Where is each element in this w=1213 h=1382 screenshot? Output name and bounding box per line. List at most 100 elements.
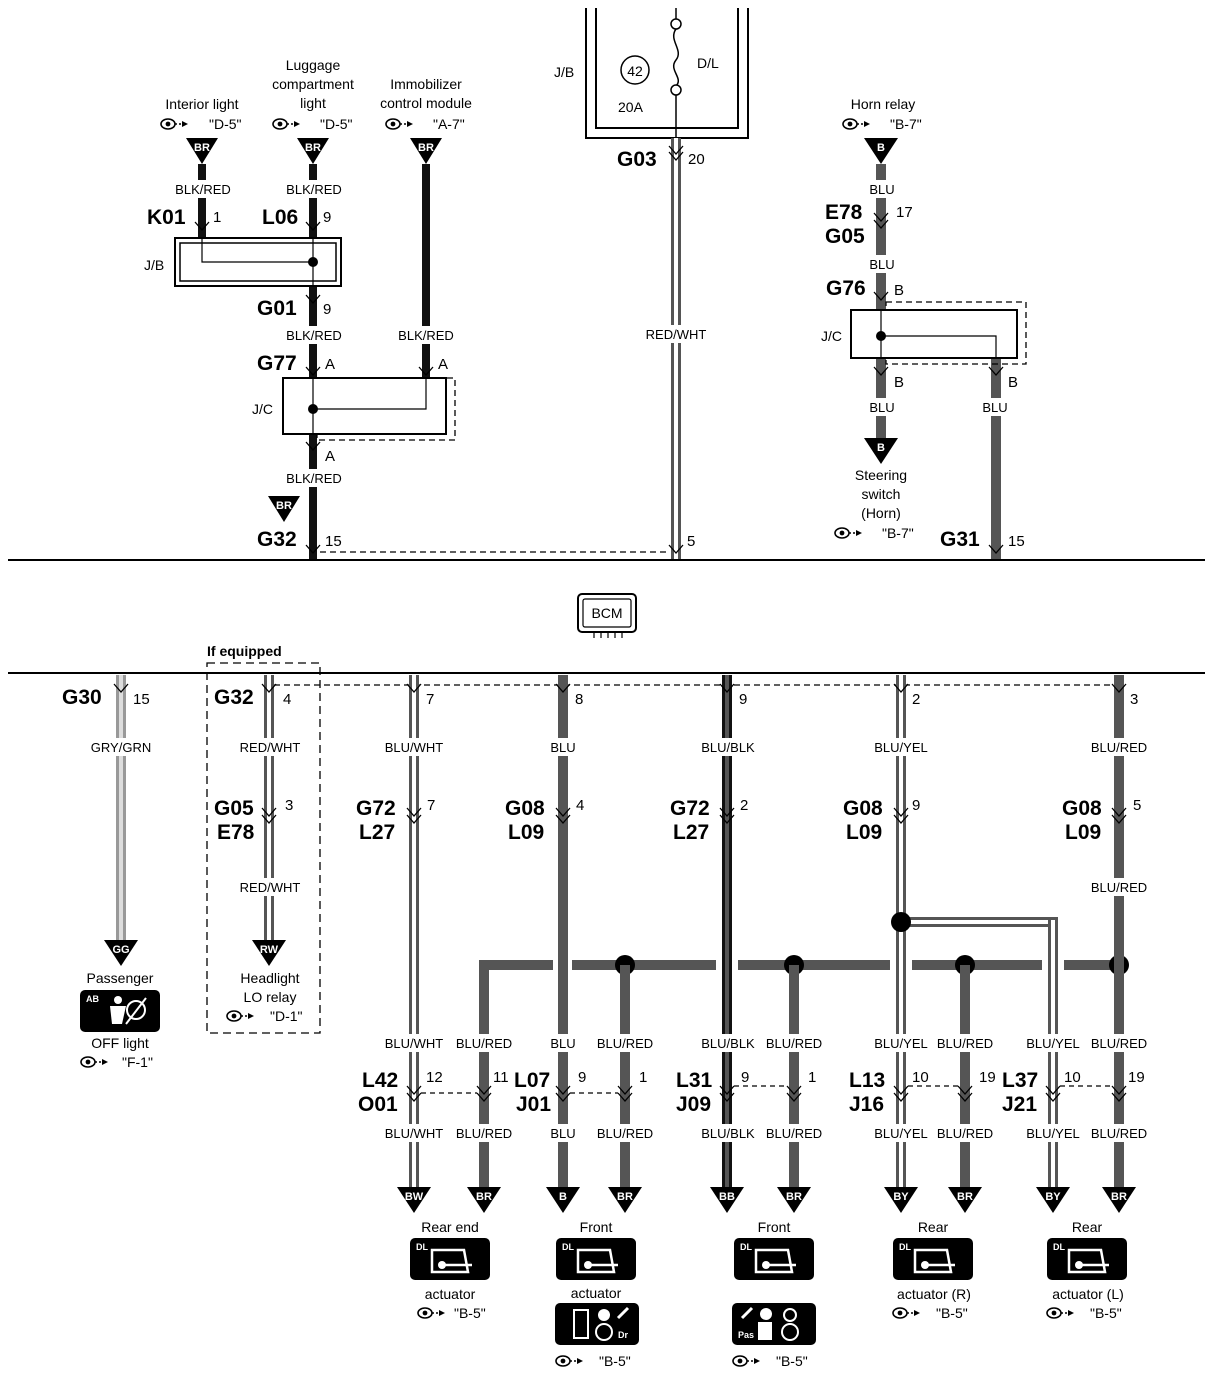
door-lock-icon	[754, 1248, 794, 1274]
svg-text:7: 7	[427, 797, 435, 814]
svg-text:BLU/BLK: BLU/BLK	[701, 1036, 755, 1051]
connector-g32-top: G32	[257, 528, 297, 551]
eye-icon	[226, 1010, 255, 1022]
svg-text:BR: BR	[305, 142, 321, 154]
eye-icon	[834, 527, 863, 539]
svg-text:BLU/RED: BLU/RED	[937, 1126, 993, 1141]
svg-text:"B-5": "B-5"	[454, 1305, 486, 1321]
svg-text:BR: BR	[418, 142, 434, 154]
svg-text:BLU: BLU	[550, 1036, 575, 1051]
svg-text:Dr: Dr	[618, 1330, 628, 1340]
svg-text:4: 4	[283, 691, 291, 708]
svg-text:BR: BR	[617, 1191, 633, 1203]
svg-text:7: 7	[426, 691, 434, 708]
svg-text:BR: BR	[476, 1191, 492, 1203]
eye-icon	[272, 118, 301, 130]
svg-text:(Horn): (Horn)	[861, 505, 901, 521]
svg-text:GG: GG	[112, 944, 129, 956]
connector-g30: G30	[62, 686, 102, 709]
svg-text:10: 10	[1064, 1069, 1081, 1086]
svg-text:BLU/RED: BLU/RED	[1091, 880, 1147, 895]
svg-text:B: B	[877, 442, 885, 454]
svg-text:A: A	[325, 356, 335, 373]
svg-text:"B-7": "B-7"	[890, 116, 922, 132]
svg-text:3: 3	[1130, 691, 1138, 708]
wire-blu-wht: BLU/WHT BLU/WHT BLU/WHT 7 G72 7 L27 L42 …	[356, 675, 448, 1213]
svg-text:BLU/WHT: BLU/WHT	[385, 740, 444, 755]
svg-text:BLU/BLK: BLU/BLK	[701, 1126, 755, 1141]
junction-connector-jc-left: J/C	[252, 377, 456, 441]
pin-g03: 20	[688, 151, 705, 168]
eye-icon	[732, 1355, 761, 1367]
svg-text:8: 8	[575, 691, 583, 708]
svg-text:BLK/RED: BLK/RED	[286, 471, 342, 486]
svg-text:Steering: Steering	[855, 467, 907, 483]
svg-text:BLU: BLU	[869, 257, 894, 272]
headlight-lo-relay: Headlight LO relay "D-1"	[226, 970, 303, 1024]
connector-j01: J01	[516, 1093, 551, 1116]
svg-text:Rear: Rear	[918, 1219, 949, 1235]
connector-g72-2: G72	[670, 797, 710, 820]
svg-text:BCM: BCM	[591, 605, 622, 621]
svg-text:BR: BR	[786, 1191, 802, 1203]
svg-text:actuator (R): actuator (R)	[897, 1286, 971, 1302]
svg-text:9: 9	[578, 1069, 586, 1086]
interior-light: Interior light "D-5" BR	[160, 96, 242, 164]
svg-text:compartment: compartment	[272, 76, 354, 92]
svg-text:A: A	[438, 356, 448, 373]
eye-icon	[555, 1355, 584, 1367]
svg-text:BR: BR	[957, 1191, 973, 1203]
svg-text:control module: control module	[380, 95, 472, 111]
svg-text:BY: BY	[1045, 1191, 1061, 1203]
svg-text:Pas: Pas	[738, 1330, 754, 1340]
svg-text:RW: RW	[260, 944, 279, 956]
steering-wheel-icon	[595, 1323, 613, 1341]
svg-text:light: light	[300, 95, 326, 111]
svg-text:"D-1": "D-1"	[270, 1008, 303, 1024]
svg-text:9: 9	[739, 691, 747, 708]
door-lock-icon	[576, 1248, 616, 1274]
svg-text:BLU/YEL: BLU/YEL	[1026, 1036, 1079, 1051]
svg-text:J/B: J/B	[144, 257, 164, 273]
connector-l37: L37	[1002, 1069, 1038, 1092]
svg-text:15: 15	[1008, 533, 1025, 550]
connector-l09-1: L09	[508, 821, 544, 844]
svg-text:BLK/RED: BLK/RED	[286, 328, 342, 343]
actuator-front-driver: Front DL actuator Dr "B-5"	[555, 1219, 639, 1369]
seat-icon	[573, 1309, 589, 1339]
svg-text:15: 15	[133, 691, 150, 708]
connector-l09-3: L09	[1065, 821, 1101, 844]
passenger-off-light: Passenger AB OFF light "F-1"	[80, 970, 160, 1070]
connector-l06: L06	[262, 206, 298, 229]
svg-text:BLK/RED: BLK/RED	[175, 182, 231, 197]
wire-blu-red-1: BLU/RED BLU/RED 11 BR	[421, 960, 553, 1213]
svg-text:5: 5	[1133, 797, 1141, 814]
svg-text:15: 15	[325, 533, 342, 550]
svg-text:3: 3	[285, 797, 293, 814]
svg-text:BLU/BLK: BLU/BLK	[701, 740, 755, 755]
connector-g77: G77	[257, 352, 297, 375]
svg-text:"D-5": "D-5"	[320, 116, 353, 132]
svg-text:9: 9	[912, 797, 920, 814]
actuator-rear-right: Rear DL actuator (R) "B-5"	[892, 1219, 973, 1321]
luggage-light: Luggage compartment light "D-5" BR	[272, 57, 354, 164]
svg-text:RED/WHT: RED/WHT	[240, 740, 301, 755]
airbag-off-icon	[114, 996, 122, 1004]
svg-text:DL: DL	[899, 1242, 911, 1252]
svg-text:actuator: actuator	[571, 1285, 622, 1301]
svg-text:10: 10	[912, 1069, 929, 1086]
svg-text:DL: DL	[740, 1242, 752, 1252]
svg-text:BR: BR	[276, 500, 292, 512]
ref-interior-light: "D-5"	[209, 116, 242, 132]
fuse-number: 42	[627, 63, 643, 79]
connector-k01: K01	[147, 206, 186, 229]
eye-icon	[385, 118, 414, 130]
svg-text:GRY/GRN: GRY/GRN	[91, 740, 151, 755]
wire-blu-blk: BLU/BLK BLU/BLK BLU/BLK 9 G72 2 L27 L31 …	[670, 675, 762, 1213]
svg-text:"B-5": "B-5"	[776, 1353, 808, 1369]
junction-connector-jc-right: J/C	[821, 301, 1027, 365]
svg-text:1: 1	[808, 1069, 816, 1086]
svg-text:Rear end: Rear end	[421, 1219, 479, 1235]
svg-text:B: B	[894, 282, 904, 299]
